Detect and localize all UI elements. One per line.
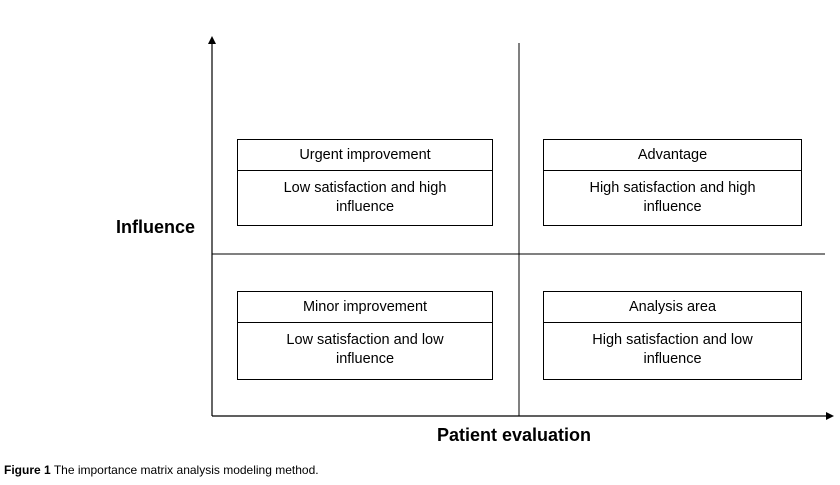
quadrant-title: Minor improvement bbox=[238, 292, 492, 323]
quadrant-description: High satisfaction and low influence bbox=[592, 332, 753, 367]
quadrant-title: Analysis area bbox=[544, 292, 801, 323]
quadrant-title: Urgent improvement bbox=[238, 140, 492, 171]
y-axis-label: Influence bbox=[116, 217, 196, 237]
quadrant-advantage: Advantage High satisfaction and high inf… bbox=[543, 139, 802, 226]
figure-caption-text: The importance matrix analysis modeling … bbox=[53, 463, 319, 477]
figure-caption: Figure 1 The importance matrix analysis … bbox=[4, 463, 319, 477]
quadrant-title: Advantage bbox=[544, 140, 801, 171]
figure-caption-label: Figure 1 bbox=[4, 463, 51, 477]
quadrant-urgent-improvement: Urgent improvement Low satisfaction and … bbox=[237, 139, 493, 226]
quadrant-description: Low satisfaction and high influence bbox=[283, 180, 447, 215]
quadrant-minor-improvement: Minor improvement Low satisfaction and l… bbox=[237, 291, 493, 380]
x-axis-label: Patient evaluation bbox=[437, 425, 592, 445]
quadrant-description: Low satisfaction and low influence bbox=[286, 332, 444, 367]
quadrant-description: High satisfaction and high influence bbox=[589, 180, 756, 215]
quadrant-analysis-area: Analysis area High satisfaction and low … bbox=[543, 291, 802, 380]
